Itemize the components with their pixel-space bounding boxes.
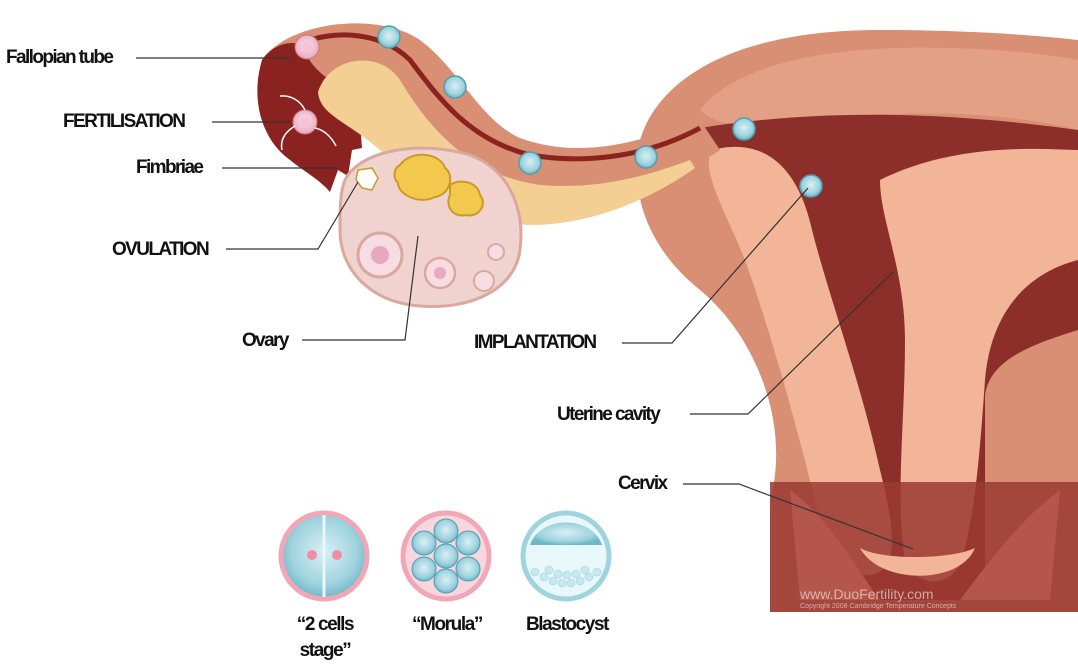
- watermark-url: www.DuoFertility.com: [800, 586, 934, 602]
- watermark-copyright: Copyright 2008 Cambridge Temperature Con…: [800, 603, 956, 610]
- label-implantation: IMPLANTATION: [474, 333, 596, 352]
- embryo-cell: [519, 152, 541, 174]
- label-ovulation: OVULATION: [112, 240, 208, 259]
- follicle: [488, 244, 504, 260]
- label-fallopian-tube: Fallopian tube: [6, 48, 112, 67]
- label-two-cells-stage: “2 cells stage”: [270, 612, 380, 663]
- label-uterine-cavity: Uterine cavity: [557, 405, 659, 424]
- embryo-cell: [733, 118, 755, 140]
- label-fimbriae: Fimbriae: [136, 158, 202, 177]
- label-blastocyst: Blastocyst: [512, 612, 622, 638]
- embryo-cell: [635, 146, 657, 168]
- follicle: [474, 271, 494, 291]
- embryo-cell: [444, 76, 466, 98]
- label-morula: “Morula”: [392, 612, 502, 638]
- leader-ovulation: [226, 182, 358, 249]
- corpus-luteum: [394, 155, 450, 200]
- uterus: [637, 30, 1078, 612]
- stage-two-cells: [281, 513, 367, 599]
- label-fertilisation: FERTILISATION: [63, 112, 184, 131]
- follicle: [371, 246, 389, 264]
- label-two-cells-line1: “2 cells: [270, 612, 380, 638]
- label-ovary: Ovary: [242, 331, 288, 350]
- stage-morula: [403, 513, 489, 599]
- label-cervix: Cervix: [618, 474, 667, 493]
- follicle: [434, 267, 446, 279]
- stage-blastocyst: [523, 513, 609, 599]
- label-two-cells-line2: stage”: [270, 638, 380, 664]
- ovary: [340, 148, 521, 306]
- embryo-cell: [378, 26, 400, 48]
